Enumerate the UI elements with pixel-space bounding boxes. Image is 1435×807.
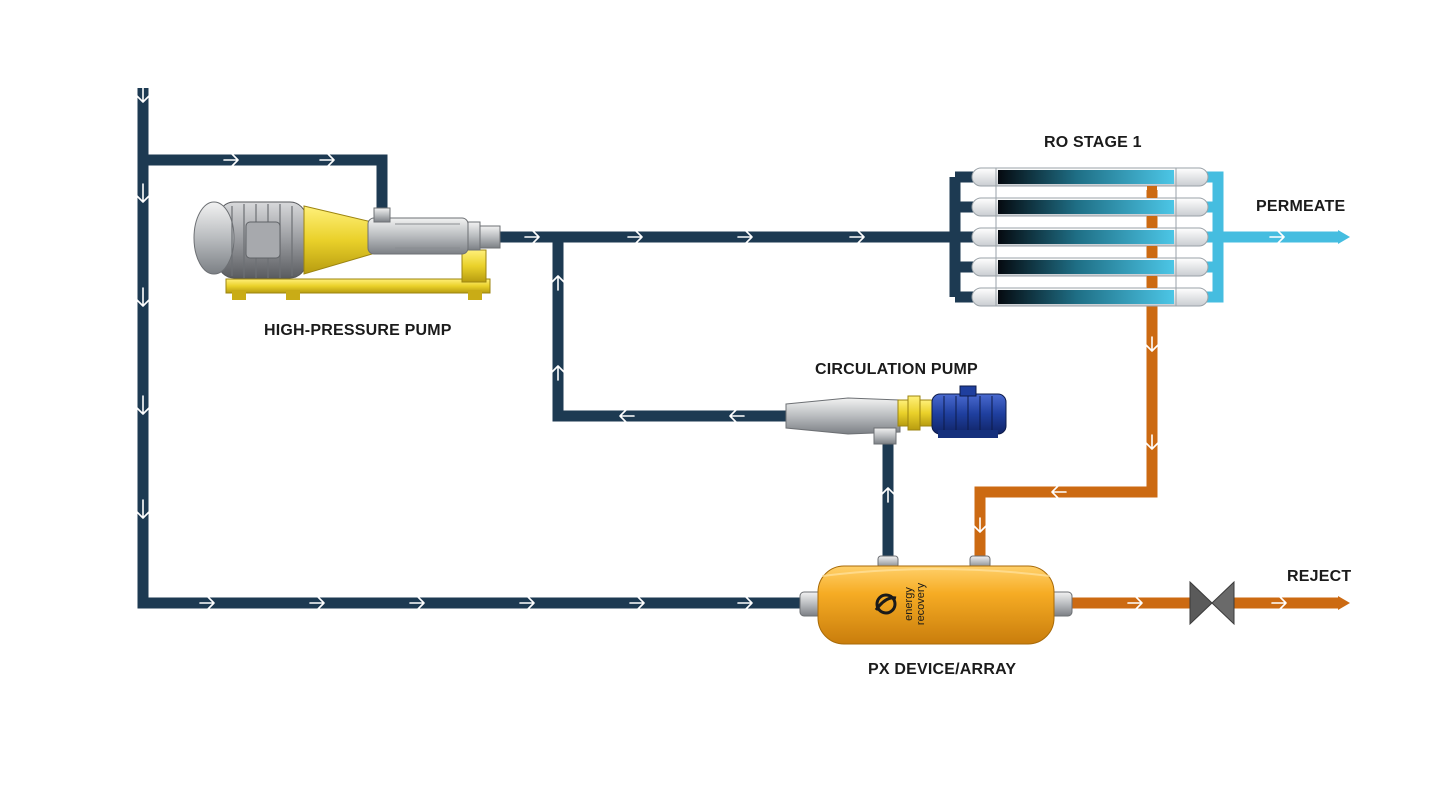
flow-arrow-icon xyxy=(973,517,987,533)
valve-icon xyxy=(1189,580,1235,626)
circulation-pump-label: CIRCULATION PUMP xyxy=(815,361,978,378)
membrane-tube xyxy=(971,167,1209,187)
flow-arrow-icon xyxy=(1145,336,1159,450)
low-pressure-piping xyxy=(137,88,980,609)
flow-arrow-icon xyxy=(136,87,150,519)
membrane-tube xyxy=(971,287,1209,307)
flow-arrow-icon xyxy=(199,596,753,610)
permeate-label: PERMEATE xyxy=(1256,198,1346,215)
flow-arrow-icon xyxy=(223,153,335,167)
logo-word-energy: energy xyxy=(903,587,915,621)
permeate-outlet-arrow-icon xyxy=(1338,230,1350,244)
flow-arrow-icon xyxy=(1051,485,1067,499)
flow-arrow-icon xyxy=(881,487,895,503)
flow-arrows xyxy=(136,87,1287,610)
flow-arrow-icon xyxy=(1127,596,1287,610)
flow-arrow-icon xyxy=(551,275,565,381)
membrane-tube xyxy=(971,257,1209,277)
membrane-tube xyxy=(971,227,1209,247)
flow-arrow-icon xyxy=(1269,230,1285,244)
energy-recovery-logo-icon xyxy=(874,593,897,615)
high-pressure-pump xyxy=(193,201,501,300)
membrane-tube xyxy=(971,197,1209,217)
logo-word-recovery: recovery xyxy=(915,582,927,625)
reject-label: REJECT xyxy=(1287,568,1352,585)
circulation-pump xyxy=(785,385,1007,445)
high-pressure-pump-label: HIGH-PRESSURE PUMP xyxy=(264,322,452,339)
flow-arrow-icon xyxy=(619,409,745,423)
concentrate-piping xyxy=(974,190,1340,609)
px-device: energy recovery xyxy=(799,555,1073,645)
ro-stage-1-label: RO STAGE 1 xyxy=(1044,134,1142,151)
px-device-label: PX DEVICE/ARRAY xyxy=(868,661,1017,678)
reject-outlet-arrow-icon xyxy=(1338,596,1350,610)
flow-arrow-icon xyxy=(524,230,865,244)
ro-stage-1-membranes xyxy=(971,167,1209,307)
